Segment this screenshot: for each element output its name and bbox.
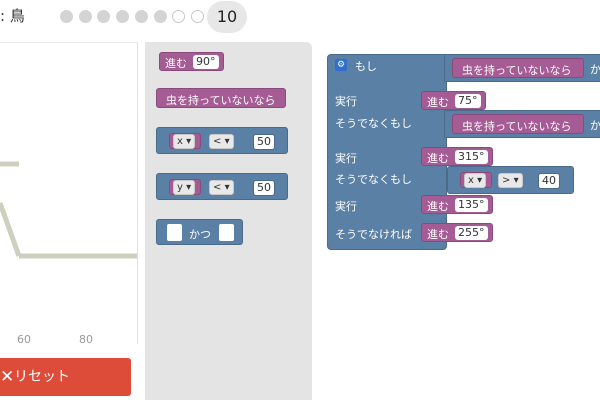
move-label: 進む bbox=[165, 57, 187, 70]
do-label: 実行 bbox=[335, 200, 357, 213]
reset-button[interactable]: ✕ リセット bbox=[0, 358, 131, 396]
operator-dropdown[interactable]: < ▾ bbox=[209, 134, 234, 149]
number-field[interactable]: 50 bbox=[253, 134, 275, 150]
flight-path-canvas bbox=[0, 161, 137, 259]
elseif-label: そうでなくもし bbox=[335, 173, 412, 186]
move-label: 進む bbox=[427, 228, 449, 241]
do-label: 実行 bbox=[335, 95, 357, 108]
move-block[interactable]: 進む 135° bbox=[421, 195, 493, 214]
operator-dropdown[interactable]: < ▾ bbox=[209, 180, 234, 195]
gear-icon[interactable]: ⚙ bbox=[335, 59, 347, 71]
reset-label: リセット bbox=[14, 369, 70, 385]
operator: < bbox=[213, 136, 222, 147]
no-worm-condition[interactable]: 虫を持っていないなら bbox=[452, 58, 584, 78]
number-field[interactable]: 40 bbox=[538, 173, 560, 189]
variable-dropdown[interactable]: x ▾ bbox=[464, 173, 487, 188]
progress-dot[interactable] bbox=[190, 10, 204, 23]
number-field[interactable]: 50 bbox=[253, 180, 275, 196]
condition-label: 虫を持っていないなら bbox=[462, 120, 572, 133]
input-slot bbox=[219, 224, 234, 241]
move-label: 進む bbox=[427, 96, 449, 109]
axis-tick: 80 bbox=[79, 333, 93, 344]
else-label: そうでなければ bbox=[335, 228, 412, 241]
or-suffix: か bbox=[590, 119, 600, 132]
axis-tick: 60 bbox=[17, 333, 31, 344]
toolbox-move-block[interactable]: 進む 90° bbox=[159, 52, 224, 71]
operator: < bbox=[213, 182, 222, 193]
operator-dropdown[interactable]: > ▾ bbox=[498, 173, 523, 188]
angle-field[interactable]: 255° bbox=[455, 226, 488, 240]
angle-field[interactable]: 135° bbox=[455, 198, 488, 212]
input-slot bbox=[167, 224, 182, 241]
if-label: もし bbox=[355, 60, 377, 73]
no-worm-condition[interactable]: 虫を持っていないなら bbox=[452, 114, 584, 134]
puzzle-label: : 鳥 bbox=[0, 7, 25, 25]
progress-dot[interactable] bbox=[134, 10, 148, 23]
variable-dropdown[interactable]: y ▾ bbox=[173, 180, 196, 195]
move-block[interactable]: 進む 315° bbox=[421, 147, 493, 166]
variable-name: y bbox=[177, 182, 183, 193]
toolbox-and-block[interactable]: かつ bbox=[156, 219, 243, 245]
elseif-label: そうでなくもし bbox=[335, 117, 412, 130]
progress-dot[interactable] bbox=[116, 10, 130, 23]
level-badge[interactable]: 10 bbox=[207, 1, 247, 33]
angle-field[interactable]: 75° bbox=[455, 94, 481, 108]
progress-dot[interactable] bbox=[97, 10, 111, 23]
angle-field[interactable]: 90° bbox=[193, 55, 219, 69]
progress-dot[interactable] bbox=[78, 10, 92, 23]
or-suffix: か bbox=[590, 63, 600, 76]
angle-field[interactable]: 315° bbox=[455, 150, 488, 164]
progress-dot[interactable] bbox=[60, 10, 73, 23]
toolbox-compare-x-block[interactable]: x ▾ < ▾ 50 bbox=[156, 127, 288, 154]
toolbox-compare-y-block[interactable]: y ▾ < ▾ 50 bbox=[156, 173, 288, 200]
compare-block[interactable]: x ▾ > ▾ 40 bbox=[447, 166, 574, 194]
move-block[interactable]: 進む 255° bbox=[421, 223, 493, 242]
operator: > bbox=[502, 175, 511, 186]
do-label: 実行 bbox=[335, 152, 357, 165]
move-label: 進む bbox=[427, 152, 449, 165]
toolbox-no-worm-block[interactable]: 虫を持っていないなら bbox=[156, 88, 286, 108]
no-worm-label: 虫を持っていないなら bbox=[166, 94, 276, 107]
progress-dot[interactable] bbox=[172, 10, 186, 23]
maze-visualization: 60 80 bbox=[0, 42, 138, 344]
condition-label: 虫を持っていないなら bbox=[462, 64, 572, 77]
variable-dropdown[interactable]: x ▾ bbox=[173, 134, 196, 149]
close-icon: ✕ bbox=[0, 367, 15, 387]
progress-dot[interactable] bbox=[153, 10, 167, 23]
variable-name: x bbox=[468, 175, 474, 186]
variable-name: x bbox=[177, 136, 183, 147]
move-block[interactable]: 進む 75° bbox=[421, 91, 486, 110]
move-label: 進む bbox=[427, 200, 449, 213]
and-label: かつ bbox=[189, 228, 211, 241]
path-segment bbox=[0, 202, 22, 257]
